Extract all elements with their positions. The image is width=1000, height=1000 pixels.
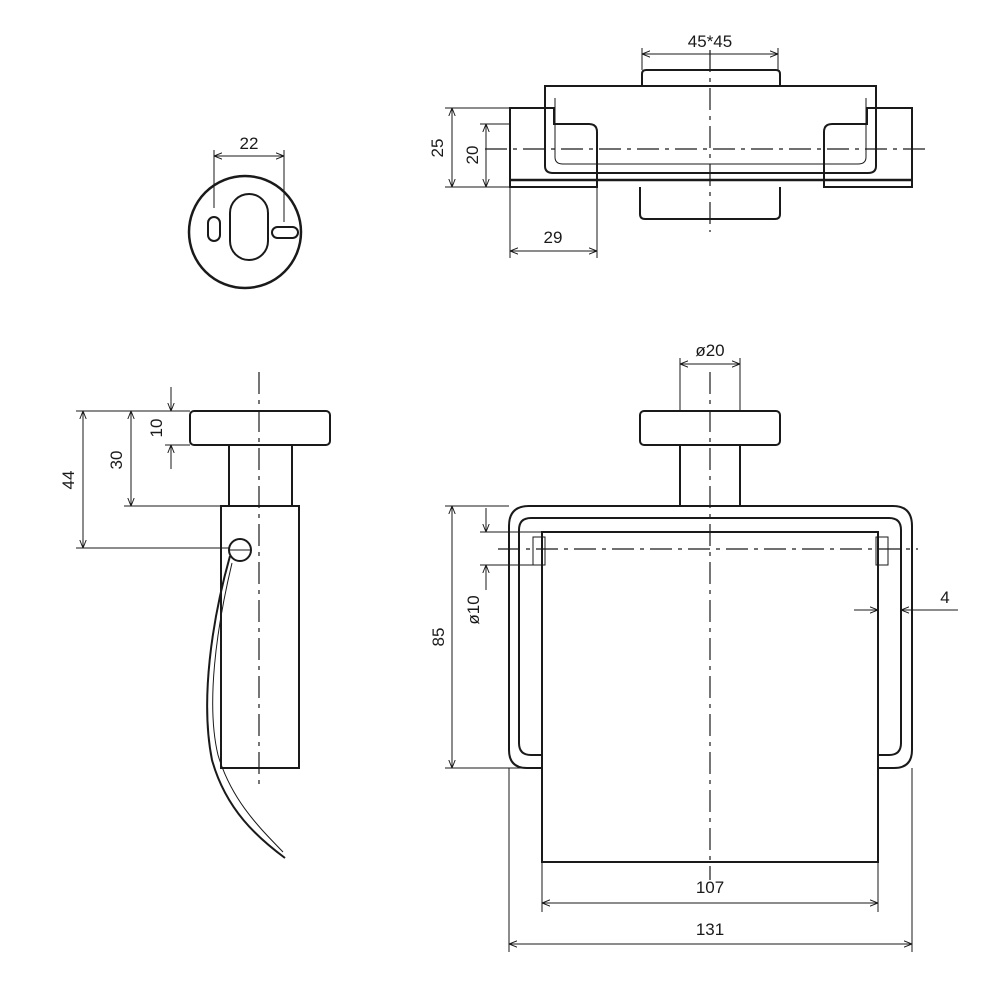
dim-front-total-width: 131 — [696, 920, 724, 939]
dim-top-view-size: 45*45 — [688, 32, 732, 51]
dim-top-view-width-29: 29 — [544, 228, 563, 247]
dim-side-total-height: 44 — [59, 471, 78, 490]
dim-front-height: 85 — [429, 628, 448, 647]
right-mount-block — [823, 107, 913, 188]
side-view: 10 30 44 — [59, 372, 331, 859]
front-view: ø20 ø10 85 4 107 131 — [429, 341, 958, 952]
holder-frame-outer — [508, 505, 913, 769]
roll-end-left — [532, 536, 546, 566]
dim-top-view-depth-20: 20 — [463, 146, 482, 165]
dim-side-arm-height: 30 — [107, 451, 126, 470]
dim-front-inner-rod: ø10 — [464, 595, 483, 624]
screw-slot-left — [207, 216, 221, 242]
dim-side-cap-height: 10 — [147, 419, 166, 438]
plate-outline — [187, 174, 303, 290]
dim-top-view-depth-25: 25 — [428, 139, 447, 158]
holder-body — [544, 85, 877, 174]
keyhole-slot — [229, 193, 269, 261]
side-wall-cap — [189, 410, 331, 446]
paper-flap-outer — [206, 555, 286, 859]
dim-front-gap: 4 — [940, 588, 949, 607]
dim-plate-hole-spacing: 22 — [240, 134, 259, 153]
dim-front-inner-width: 107 — [696, 878, 724, 897]
top-view: 45*45 25 20 29 — [428, 32, 930, 258]
screw-slot-right — [271, 226, 299, 239]
side-arm — [220, 505, 300, 769]
dim-front-rod-diameter: ø20 — [695, 341, 724, 360]
roll-end-right — [875, 536, 889, 566]
paper-flap-inner — [212, 562, 284, 853]
wall-plate-view: 22 — [187, 134, 303, 290]
left-mount-block — [509, 107, 598, 188]
top-mount-plate — [641, 69, 781, 86]
